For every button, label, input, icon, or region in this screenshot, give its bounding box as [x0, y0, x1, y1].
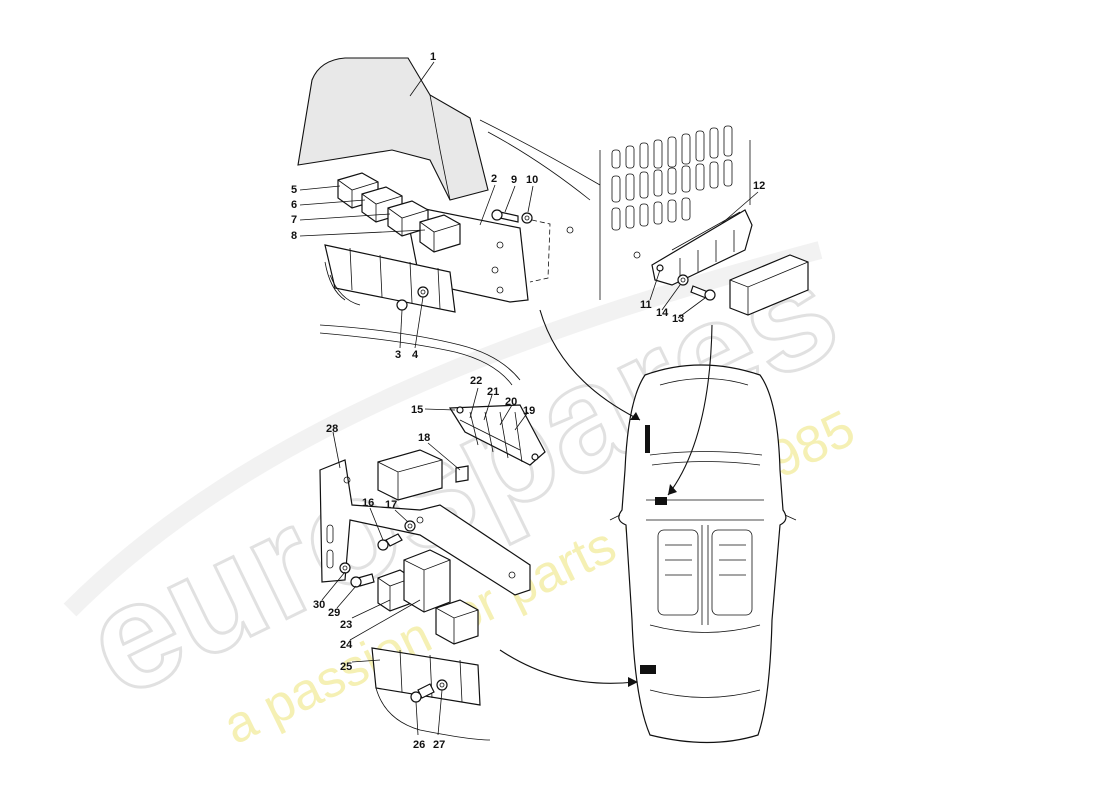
fuse-block	[651, 209, 753, 286]
callout-3: 3	[395, 349, 401, 361]
callout-23: 23	[340, 619, 352, 631]
grille-vents	[611, 125, 733, 231]
callout-26: 26	[413, 739, 425, 751]
callout-5: 5	[291, 184, 297, 196]
callout-22: 22	[470, 375, 482, 387]
callout-10: 10	[526, 174, 538, 186]
callout-28: 28	[326, 423, 338, 435]
callout-14: 14	[656, 307, 669, 319]
callout-12: 12	[753, 180, 765, 192]
callout-11: 11	[640, 299, 652, 311]
mid-fuse-holder	[377, 404, 546, 501]
callout-15: 15	[411, 404, 423, 416]
callout-17: 17	[385, 499, 397, 511]
location-arrows	[499, 309, 713, 687]
car-top-view	[609, 364, 797, 744]
callout-4: 4	[412, 349, 419, 361]
callout-2: 2	[491, 173, 497, 185]
callout-19: 19	[523, 405, 535, 417]
callout-16: 16	[362, 497, 374, 509]
front-relay-assembly	[297, 57, 601, 386]
callout-8: 8	[291, 230, 297, 242]
leader-lines	[299, 61, 759, 736]
callout-7: 7	[291, 214, 297, 226]
relay-bracket-rear	[319, 459, 531, 596]
callout-13: 13	[672, 313, 684, 325]
callout-6: 6	[291, 199, 297, 211]
callout-21: 21	[487, 386, 499, 398]
callout-30: 30	[313, 599, 325, 611]
callouts: 1 2 3 4 5 6 7 8 9 10 11 12 13 14 15 16 1…	[291, 51, 765, 751]
callout-25: 25	[340, 661, 352, 673]
relay-8	[419, 214, 461, 253]
callout-1: 1	[430, 51, 436, 63]
callout-27: 27	[433, 739, 445, 751]
callout-24: 24	[340, 639, 353, 651]
rear-relay-assembly	[319, 459, 531, 741]
callout-9: 9	[511, 174, 517, 186]
relay-cover	[297, 57, 489, 201]
callout-29: 29	[328, 607, 340, 619]
location-marker-dash	[655, 497, 667, 505]
location-marker-front	[645, 425, 650, 453]
callout-20: 20	[505, 396, 517, 408]
location-marker-rear	[640, 665, 656, 674]
grille-fuse-assembly	[599, 125, 809, 316]
callout-18: 18	[418, 432, 430, 444]
